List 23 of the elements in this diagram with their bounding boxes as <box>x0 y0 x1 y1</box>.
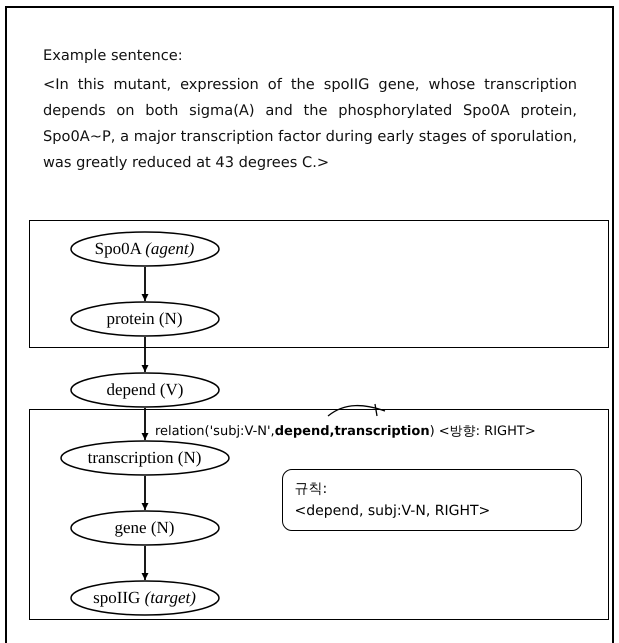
group-box <box>29 220 609 348</box>
group-box <box>29 409 609 620</box>
arrow <box>142 267 148 301</box>
arrow <box>142 476 148 510</box>
ellipse-node <box>70 230 220 266</box>
heading-text: Example sentence: <box>43 46 184 66</box>
node-label: gene (N) <box>114 518 176 538</box>
ellipse-node <box>60 440 230 476</box>
ellipse-node <box>70 300 220 336</box>
ellipse-node <box>70 372 220 408</box>
arrow <box>142 546 148 580</box>
rule-text: <depend, subj:V-N, RIGHT> <box>294 502 492 520</box>
node-label: depend (V) <box>106 380 184 400</box>
rule-heading: 규칙: <box>294 480 328 498</box>
node-label: spoIIG (target) <box>92 588 197 608</box>
node-label: Spo0A (agent) <box>94 238 196 258</box>
node-label: transcription (N) <box>86 448 202 468</box>
arrow <box>142 408 148 440</box>
arrow <box>142 337 148 372</box>
node-label: protein (N) <box>105 308 184 328</box>
sentence-text: <In this mutant, expression of the spoIIG gene, whose transcription depends on both sigma(A) and the phosphorylated Spo0A protein, Spo0A~P, a major transcription factor during early stages of sporulation, was greatly reduced at 43 degrees C.> <box>43 75 577 173</box>
ellipse-node <box>70 580 220 616</box>
ellipse-node <box>70 510 220 546</box>
